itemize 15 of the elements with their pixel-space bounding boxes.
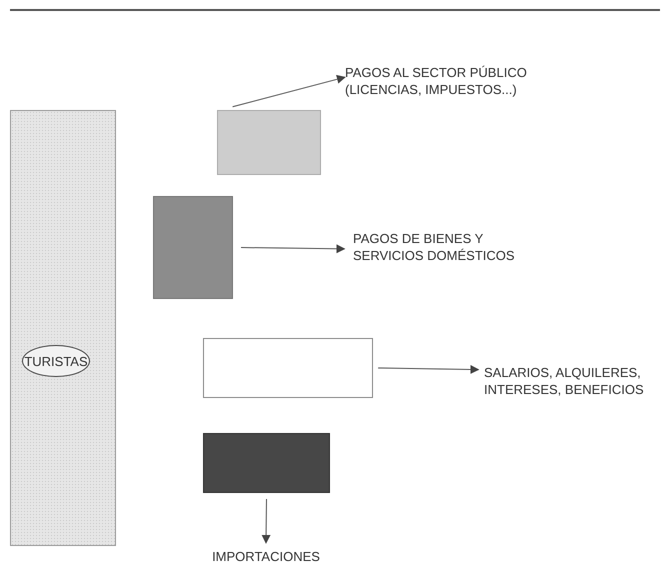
arrow: [232, 74, 346, 108]
node-label: IMPORTACIONES: [212, 548, 320, 564]
shaded-block: [203, 338, 373, 398]
shaded-block: [203, 433, 330, 493]
arrow: [240, 244, 346, 254]
arrow: [378, 364, 480, 374]
shaded-block: [217, 110, 321, 175]
node-label: PAGOS DE BIENES Y SERVICIOS DOMÉSTICOS: [353, 230, 516, 264]
tall-bar: [10, 110, 116, 546]
ellipse-label: [22, 345, 90, 377]
node-label: TURISTAS: [24, 352, 88, 370]
node-label: PAGOS AL SECTOR PÚBLICO (LICENCIAS, IMPUESTOS...): [345, 64, 528, 98]
shaded-block: [153, 196, 233, 299]
node-label: SALARIOS, ALQUILERES, INTERESES, BENEFICIOS: [484, 364, 645, 398]
arrow: [262, 498, 271, 544]
